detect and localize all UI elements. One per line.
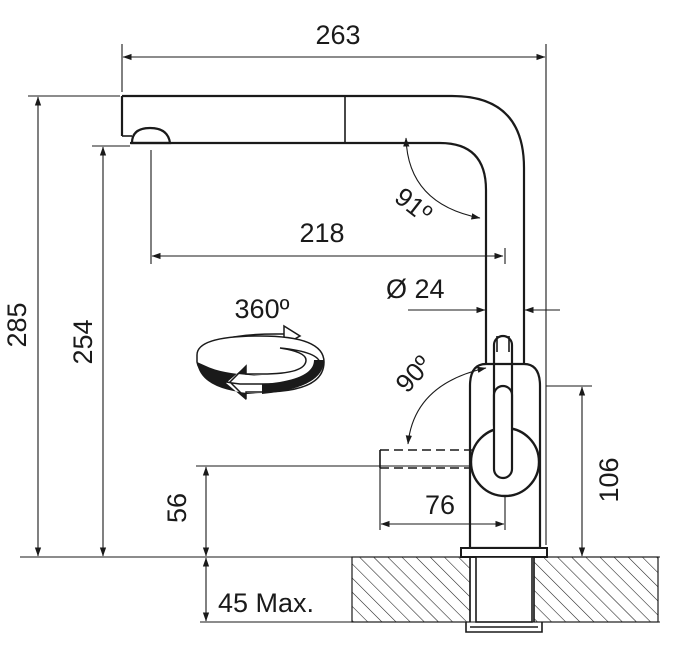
spout-inner-outline bbox=[176, 141, 488, 364]
dim-spout-reach: 218 bbox=[150, 150, 506, 264]
label-spout-reach: 218 bbox=[299, 218, 344, 248]
dim-body-height: 106 bbox=[546, 385, 624, 557]
label-spout-swivel: 360º bbox=[235, 294, 290, 324]
label-lever-reach: 76 bbox=[425, 490, 455, 520]
dim-lever-reach: 76 bbox=[379, 450, 506, 530]
spout-outline bbox=[122, 94, 526, 364]
label-max-counter-thickness: 45 Max. bbox=[218, 588, 314, 618]
swivel-rotation-icon: 360º bbox=[196, 294, 325, 400]
angle-spout-bend: 91º bbox=[389, 137, 481, 229]
dim-total-height: 285 bbox=[2, 95, 120, 557]
swivel-right-band bbox=[262, 360, 324, 394]
dim-total-width: 263 bbox=[121, 20, 547, 545]
shank-nut bbox=[465, 622, 543, 633]
base-ring bbox=[460, 547, 548, 558]
aerator bbox=[130, 126, 172, 145]
label-total-height: 285 bbox=[2, 302, 32, 347]
lever-rotated-position bbox=[379, 449, 472, 469]
countertop-right-section bbox=[533, 556, 659, 623]
swivel-ring bbox=[196, 335, 325, 400]
swivel-bottom-band bbox=[197, 362, 262, 400]
dim-lever-height: 56 bbox=[162, 465, 470, 557]
angle-lever-rotation: 90º bbox=[389, 349, 487, 445]
label-lever-rotation: 90º bbox=[389, 349, 437, 398]
label-diameter: Ø 24 bbox=[386, 274, 445, 304]
faucet bbox=[120, 94, 548, 633]
mounting-shank bbox=[475, 556, 533, 623]
dim-max-counter-thickness: 45 Max. bbox=[202, 557, 314, 622]
countertop bbox=[20, 556, 660, 623]
lever-inner bbox=[492, 384, 514, 480]
dim-spout-height: 254 bbox=[68, 145, 130, 557]
label-total-width: 263 bbox=[315, 20, 360, 50]
countertop-left-section bbox=[351, 556, 471, 623]
label-spout-height: 254 bbox=[68, 319, 98, 364]
dim-diameter: Ø 24 bbox=[386, 274, 560, 314]
label-lever-height: 56 bbox=[162, 493, 192, 523]
label-spout-bend: 91º bbox=[389, 181, 438, 229]
label-body-height: 106 bbox=[594, 457, 624, 502]
